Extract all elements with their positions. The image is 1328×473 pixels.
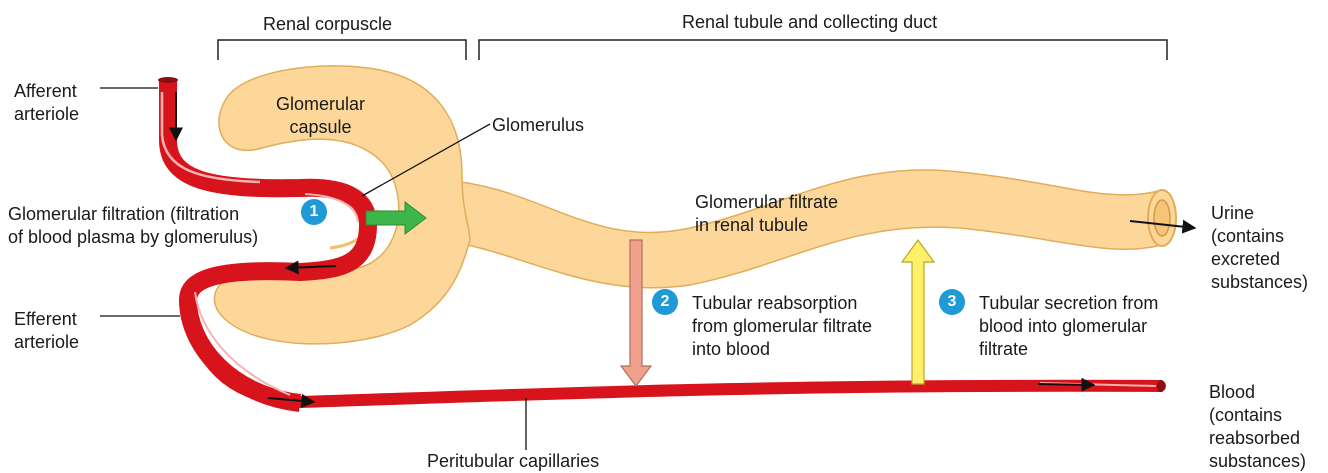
- renal-corpuscle-label: Renal corpuscle: [263, 13, 392, 36]
- renal-tubule-label: Renal tubule and collecting duct: [682, 11, 937, 34]
- step-1-badge: 1: [301, 199, 327, 225]
- step-3-badge: 3: [939, 289, 965, 315]
- glomerular-filtrate-label: Glomerular filtrate in renal tubule: [695, 191, 838, 237]
- glomerular-filtration-label: Glomerular filtration (filtration of blo…: [8, 203, 258, 249]
- tubular-reabsorption-label: Tubular reabsorption from glomerular fil…: [692, 292, 872, 361]
- urine-label: Urine (contains excreted substances): [1211, 202, 1308, 294]
- renal-corpuscle-bracket: [218, 40, 466, 60]
- efferent-arteriole-label: Efferent arteriole: [14, 308, 79, 354]
- renal-tubule-bracket: [479, 40, 1167, 60]
- secretion-arrow: [902, 240, 934, 384]
- peritubular-capillaries-label: Peritubular capillaries: [427, 450, 599, 473]
- blood-label: Blood (contains reabsorbed substances): [1209, 381, 1306, 473]
- glomerular-capsule-label: Glomerular capsule: [276, 93, 365, 139]
- step-2-badge: 2: [652, 289, 678, 315]
- afferent-arteriole-label: Afferent arteriole: [14, 80, 79, 126]
- glomerulus-label: Glomerulus: [492, 114, 584, 137]
- capillary-flow-arrow-2: [1038, 384, 1094, 385]
- tubular-secretion-label: Tubular secretion from blood into glomer…: [979, 292, 1158, 361]
